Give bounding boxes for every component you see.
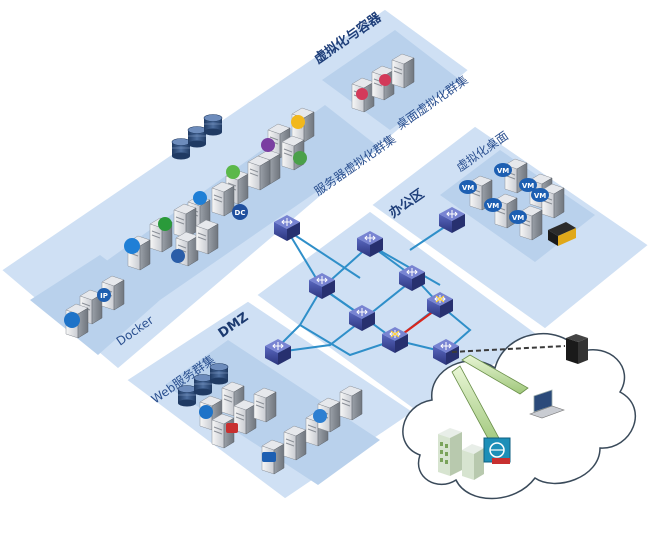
vm-label: VM — [487, 202, 499, 210]
search-icon — [313, 409, 327, 423]
server-icon — [247, 155, 271, 191]
windows-icon — [124, 238, 140, 254]
database-icon — [193, 374, 213, 396]
server-icon — [339, 385, 363, 421]
ip-badge-text: IP — [100, 292, 108, 300]
dc-badge-icon — [232, 204, 248, 220]
database-icon — [171, 138, 191, 160]
server-icon — [391, 53, 415, 89]
branch-office-logo-icon — [483, 437, 511, 464]
db-app-icon — [171, 249, 185, 263]
storage-app-icon — [226, 165, 240, 179]
database-icon — [177, 385, 197, 407]
server-icon — [195, 219, 219, 255]
app-badge-icon — [356, 88, 368, 100]
desktop-cluster-servers — [351, 53, 415, 113]
vm-client: VM — [459, 175, 493, 211]
lock-icon — [291, 115, 305, 129]
vdi-clients: VM VM VM VM VM VM — [459, 158, 576, 246]
database-icon — [209, 363, 229, 385]
server-icon — [283, 425, 307, 461]
web-cluster-servers — [199, 381, 363, 475]
laptop-icon — [529, 389, 565, 419]
eye-icon — [261, 138, 275, 152]
building-icon — [438, 428, 462, 476]
vm-client: VM — [494, 158, 528, 194]
vm-label: VM — [534, 192, 546, 200]
server-icon — [253, 387, 277, 423]
thin-client-icon — [548, 222, 576, 246]
vm-client: VM — [531, 183, 565, 219]
server-icon — [211, 181, 235, 217]
app-badge-icon — [379, 74, 391, 86]
mail-icon — [262, 452, 276, 462]
building-icon — [462, 444, 484, 480]
core-switches — [264, 206, 466, 366]
dc-badge-text: DC — [235, 209, 246, 217]
router-icon — [426, 291, 454, 319]
cloud-app-icon — [293, 151, 307, 165]
tool-icon — [193, 191, 207, 205]
database-icon — [187, 126, 207, 148]
mail-server-icon — [226, 423, 238, 433]
ip-badge-icon — [97, 288, 111, 302]
vm-label: VM — [512, 214, 524, 222]
tower-server-icon — [566, 334, 588, 364]
dashed-link — [451, 345, 566, 353]
server-cluster-servers: DC — [124, 107, 315, 271]
database-icon — [203, 114, 223, 136]
router-icon — [381, 326, 409, 354]
vm-client: VM — [519, 173, 553, 209]
globe-icon — [64, 312, 80, 328]
vm-client: VM — [509, 205, 543, 241]
vm-label: VM — [462, 184, 474, 192]
vm-label: VM — [497, 167, 509, 175]
vm-client: VM — [484, 193, 518, 229]
docker-servers: IP — [64, 275, 125, 339]
refresh-icon — [158, 217, 172, 231]
globe-icon — [199, 405, 213, 419]
vm-label: VM — [522, 182, 534, 190]
